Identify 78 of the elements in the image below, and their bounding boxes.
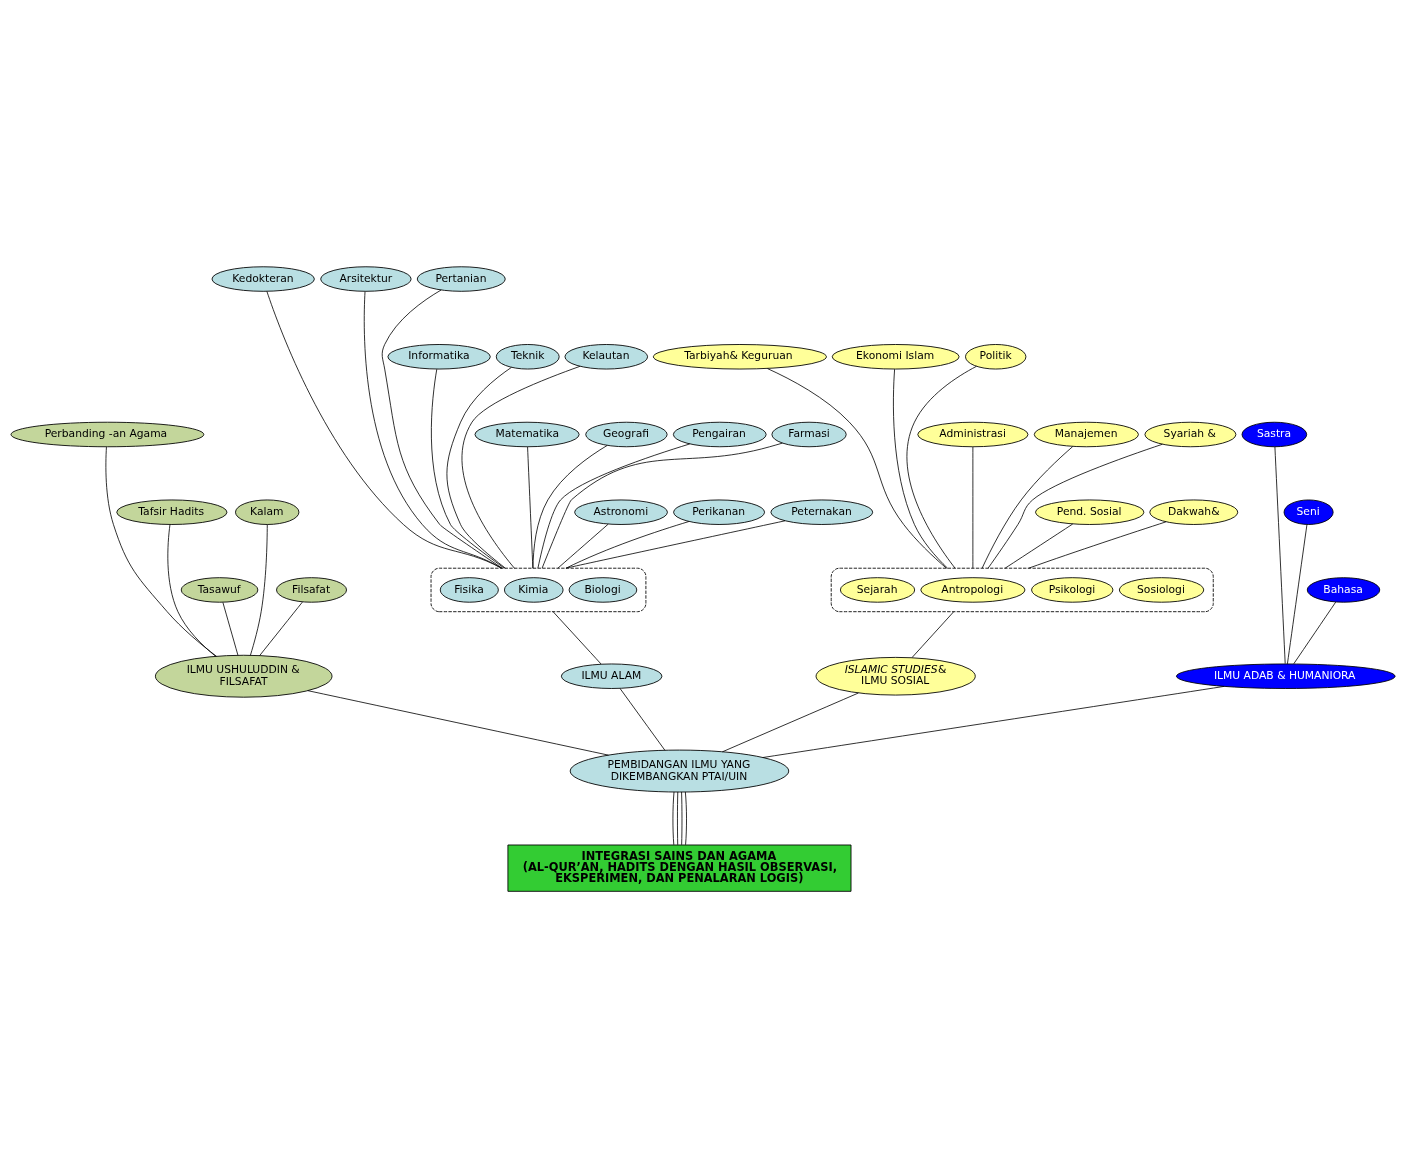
connector [672, 791, 675, 845]
node-ellipse: Pengairan [672, 421, 767, 447]
node-box: INTEGRASI SAINS DAN AGAMA (AL-QUR’AN, HADITS DENGAN HASIL OBSERVASI, EKSPERIMEN, DAN PENALARAN LOGIS) [507, 844, 852, 892]
node-ellipse: Kalam [235, 499, 300, 525]
connector [987, 443, 1163, 569]
connector [1004, 523, 1074, 569]
connector [762, 685, 1225, 758]
connector [906, 365, 977, 569]
connector [722, 692, 859, 752]
node-ellipse: Informatika [387, 343, 491, 369]
node-ellipse: Pend. Sosial [1035, 499, 1145, 525]
node-ellipse: Arsitektur [320, 265, 412, 292]
node-ellipse: Sejarah [839, 576, 916, 603]
connector [565, 520, 690, 569]
node-ellipse: Peternakan [770, 499, 874, 525]
connector [557, 523, 609, 569]
node-ellipse: Tasawuf [180, 576, 259, 603]
connector [911, 610, 955, 658]
node-ellipse: Geografi [585, 421, 668, 447]
connector [167, 523, 217, 657]
node-ellipse: Kedokteran [211, 265, 315, 292]
node-ellipse: Farmasi [771, 421, 847, 447]
connector [684, 791, 687, 845]
node-ellipse: Psikologi [1031, 576, 1114, 603]
connector [1287, 523, 1308, 664]
node-ellipse: Manajemen [1033, 421, 1139, 447]
node-ellipse: ILMU ALAM [560, 663, 663, 689]
connector [981, 445, 1074, 569]
connector [565, 519, 786, 569]
node-ellipse: Pertanian [416, 265, 506, 292]
connector [1293, 601, 1337, 664]
cluster [430, 567, 647, 612]
node-ellipse: Antropologi [920, 576, 1026, 603]
connector [431, 368, 505, 569]
node-ellipse: Administrasi [917, 421, 1029, 447]
node-ellipse: Fisika [439, 576, 499, 603]
connector [222, 601, 239, 656]
node-ellipse: ILMU USHULUDDIN & FILSAFAT [154, 654, 333, 698]
connector [619, 687, 666, 751]
connector [266, 290, 502, 569]
node-ellipse: Sastra [1241, 421, 1308, 447]
connector [105, 446, 217, 657]
cluster [830, 567, 1214, 612]
connector [307, 689, 609, 756]
connector [677, 791, 679, 845]
node-ellipse: Teknik [495, 343, 560, 369]
connector [681, 791, 683, 845]
node-ellipse: Syariah & [1144, 421, 1237, 447]
node-ellipse: Ekonomi Islam [831, 343, 960, 369]
connector [532, 444, 608, 569]
node-ellipse: Sosiologi [1118, 576, 1205, 603]
node-ellipse: Biologi [568, 576, 638, 603]
node-ellipse: Filsafat [276, 576, 347, 603]
node-ellipse: PEMBIDANGAN ILMU YANG DIKEMBANGKAN PTAI/UIN [569, 749, 790, 792]
node-ellipse: Astronomi [574, 499, 668, 525]
node-ellipse: Matematika [474, 421, 580, 447]
connector [446, 366, 512, 569]
node-ellipse: Kimia [504, 576, 564, 603]
connector [552, 610, 602, 664]
node-ellipse: Perbanding -an Agama [10, 421, 205, 447]
node-ellipse: Tafsir Hadits [116, 499, 228, 525]
node-ellipse: ISLAMIC STUDIES& ILMU SOSIAL [815, 656, 976, 695]
connector [537, 443, 691, 569]
node-ellipse: Kelautan [564, 343, 649, 369]
connector [1274, 445, 1286, 664]
connector [541, 442, 783, 569]
node-ellipse: ILMU ADAB & HUMANIORA [1176, 663, 1396, 689]
node-ellipse: Politik [965, 343, 1027, 369]
node-ellipse: Seni [1283, 499, 1334, 525]
connector [1028, 520, 1167, 569]
connector [972, 446, 974, 569]
connector [249, 523, 268, 656]
node-ellipse: Tarbiyah& Keguruan [652, 343, 827, 369]
node-ellipse: Perikanan [673, 499, 765, 525]
node-ellipse: Dakwah& [1149, 499, 1239, 525]
connector [893, 368, 948, 569]
connector [259, 601, 303, 656]
node-ellipse: Bahasa [1306, 576, 1381, 603]
